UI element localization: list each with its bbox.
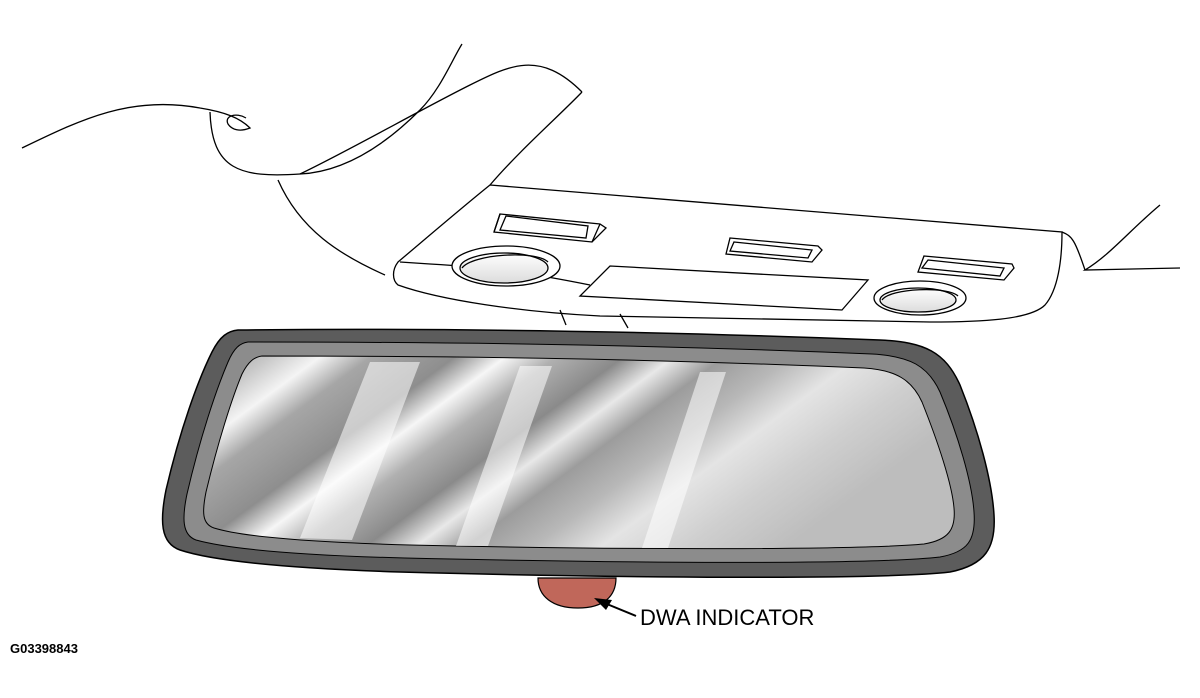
switch-left: [493, 213, 608, 243]
console-display: [578, 265, 870, 311]
switch-middle: [725, 237, 823, 263]
switch-right: [917, 255, 1015, 281]
headliner-outline: [21, 43, 1181, 276]
dome-lamp-right: [873, 280, 967, 316]
glass-glare: [300, 362, 726, 548]
rearview-mirror: [161, 328, 995, 579]
callout-arrow: [594, 598, 637, 617]
dwa-indicator-label: DWA INDICATOR: [640, 605, 814, 630]
figure-id: G03398843: [10, 641, 78, 656]
dome-lamp-left: [451, 245, 561, 287]
overhead-console: [392, 184, 1063, 329]
